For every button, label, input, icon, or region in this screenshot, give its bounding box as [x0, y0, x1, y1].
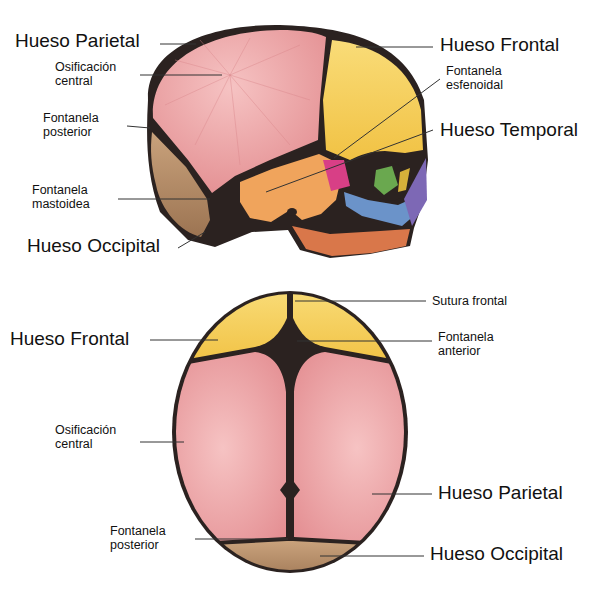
parietal-bone	[294, 352, 420, 544]
leader-line	[372, 494, 432, 495]
leader-line	[118, 199, 210, 200]
parietal-bone	[160, 352, 286, 544]
leader-line	[334, 79, 440, 158]
leader-line	[195, 539, 288, 540]
leader-line	[140, 442, 184, 443]
occipital-bone	[151, 132, 210, 237]
frontal-bone	[160, 288, 287, 364]
leader-line	[266, 130, 433, 192]
frontal-bone	[293, 288, 420, 364]
frontal-bone	[323, 40, 423, 160]
part-label: Hueso Frontal	[440, 34, 559, 56]
ear-canal	[287, 208, 297, 216]
ossification-rays	[165, 38, 310, 165]
leader-line	[320, 556, 424, 557]
leader-line	[178, 232, 205, 248]
ethmoid-bone	[374, 166, 398, 195]
superior-skull	[160, 288, 420, 585]
lacrimal-bone	[398, 168, 410, 192]
leader-lines	[118, 44, 440, 556]
leader-line	[356, 47, 433, 48]
leader-line	[140, 75, 222, 76]
fontanel-ground	[147, 25, 428, 258]
part-label: Hueso Occipital	[27, 235, 160, 257]
leader-line	[160, 44, 196, 45]
orbit	[371, 163, 409, 201]
leader-line	[150, 340, 218, 341]
part-label: Osificación central	[55, 423, 135, 452]
sphenoid-bone	[323, 160, 350, 191]
part-label: Fontanela posterior	[110, 524, 190, 553]
part-label: Hueso Parietal	[438, 482, 563, 504]
lateral-skull	[147, 25, 428, 258]
part-label: Sutura frontal	[432, 294, 507, 308]
part-label: Hueso Parietal	[15, 30, 140, 52]
leader-line	[295, 301, 426, 302]
part-label: Fontanela esfenoidal	[446, 64, 526, 93]
leader-line	[127, 126, 150, 128]
part-label: Hueso Frontal	[10, 328, 129, 350]
leader-line	[297, 341, 432, 342]
part-label: Fontanela posterior	[43, 111, 123, 140]
nasal-bone	[404, 158, 427, 226]
mandible	[292, 226, 410, 256]
occipital-bone	[160, 541, 420, 585]
part-label: Hueso Occipital	[430, 543, 563, 565]
part-label: Fontanela anterior	[438, 330, 518, 359]
part-label: Fontanela mastoidea	[32, 183, 112, 212]
part-label: Hueso Temporal	[440, 119, 578, 141]
part-label: Osificación central	[55, 60, 135, 89]
